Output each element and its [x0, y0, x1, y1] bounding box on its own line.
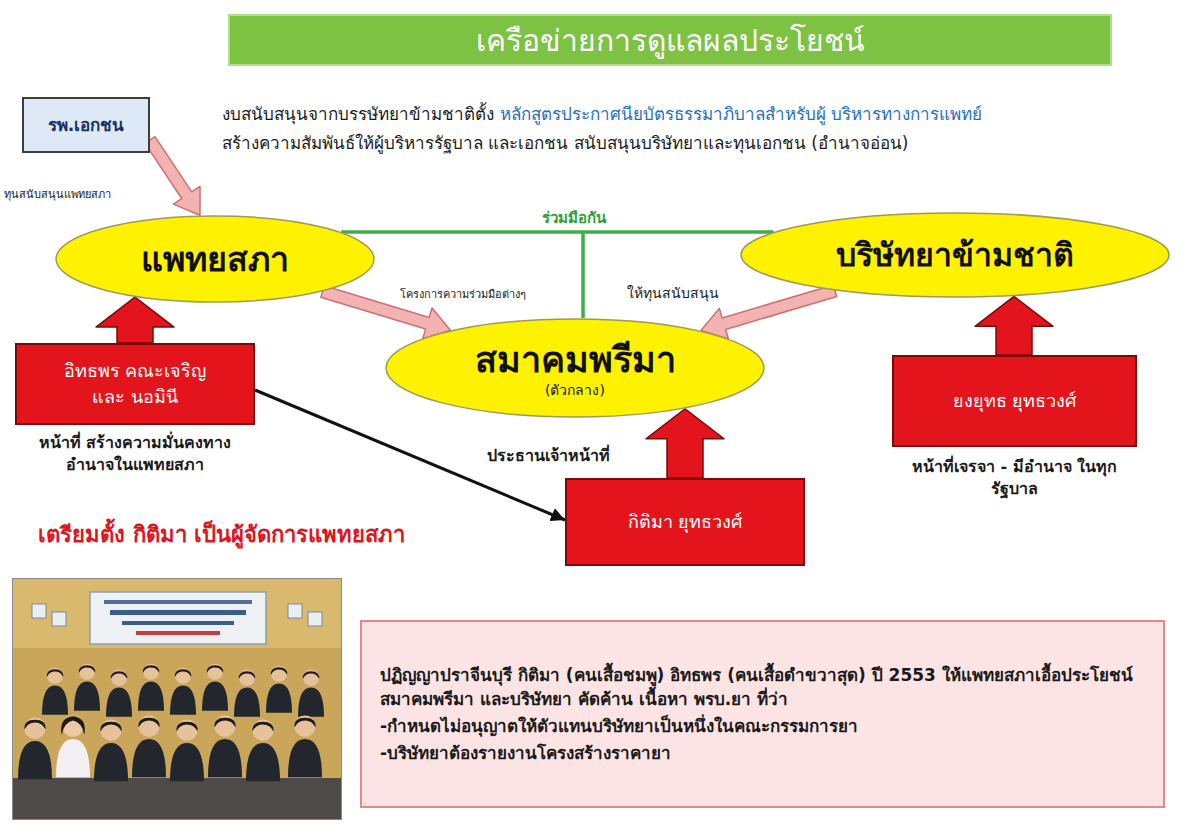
title-band: เครือข่ายการดูแลผลประโยชน์ [228, 14, 1112, 66]
block-arrow [96, 297, 174, 343]
declaration-box: ปฏิญญาปราจีนบุรี กิติมา (คนเสื้อชมพู) อิ… [360, 620, 1165, 808]
ellipse-shape [386, 319, 764, 417]
node-text: (ตัวกลาง) [545, 382, 605, 400]
node-text: -บริษัทยาต้องรายงานโครงสร้างราคายา [380, 741, 671, 766]
connector-line [341, 232, 583, 318]
edge-label: โครงการความร่วมมือต่างๆ [398, 288, 528, 302]
edge-label: ประธานเจ้าหน้าที่ [485, 446, 612, 467]
block-arrow [646, 409, 724, 478]
person-box: ยงยุทธ ยุทธวงศ์ [892, 355, 1137, 447]
role-note: หน้าที่ สร้างความมั่นคงทาง อำนาจในแพทยสภ… [15, 432, 255, 475]
block-arrow [145, 137, 200, 216]
course-name: หลักสูตรประกาศนียบัตรธรรมาภิบาลสำหรับผู้… [500, 103, 982, 126]
node-text: -กำหนดไม่อนุญาตให้ตัวแทนบริษัทยาเป็นหนึ่… [380, 714, 858, 739]
edge-label: ทุนสนับสนุนแพทยสภา [2, 188, 113, 202]
node-label: ยงยุทธ ยุทธวงศ์ [953, 388, 1077, 414]
connector-line [583, 232, 773, 318]
role-note: หน้าที่เจรจา - มีอำนาจ ในทุกรัฐบาล [892, 456, 1137, 499]
association-ellipse: สมาคมพรีมา(ตัวกลาง) [385, 318, 765, 418]
connector-group [96, 137, 1053, 520]
block-arrow [701, 285, 837, 339]
node-label: แพทยสภา [141, 238, 289, 281]
person-box: อิทธพร คณะเจริญ และ นอมินี [15, 343, 255, 425]
pharma-ellipse: บริษัทยาข้ามชาติ [740, 212, 1170, 298]
node-label: สมาคมพรีมา [475, 337, 676, 382]
person-box: กิติมา ยุทธวงศ์ [565, 478, 805, 566]
edge-label: ร่วมมือกัน [540, 209, 608, 229]
note-text: สร้างความสัมพันธ์ให้ผู้บริหารรัฐบาล และเ… [222, 132, 908, 155]
edge-label: ให้ทุนสนับสนุน [625, 284, 721, 302]
hospital-box: รพ.เอกชน [22, 97, 150, 153]
ellipse-shape [741, 213, 1169, 297]
node-label: บริษัทยาข้ามชาติ [836, 235, 1074, 275]
ellipse-shape [56, 216, 374, 302]
plan-note: เตรียมตั้ง กิติมา เป็นผู้จัดการแพทยสภา [38, 520, 405, 550]
block-arrow [975, 296, 1053, 355]
node-label: กิติมา ยุทธวงศ์ [628, 509, 743, 535]
council-ellipse: แพทยสภา [55, 215, 375, 303]
diagram-title: เครือข่ายการดูแลผลประโยชน์ [466, 19, 875, 62]
node-label: อิทธพร คณะเจริญ และ นอมินี [46, 358, 224, 410]
node-label: ปฏิญญาปราจีนบุรี กิติมา (คนเสื้อชมพู) อิ… [380, 663, 1145, 712]
photo-illustration [12, 578, 342, 820]
node-label: รพ.เอกชน [48, 113, 124, 138]
note-text: งบสนับสนุนจากบรรษัทยาข้ามชาติตั้ง [222, 103, 494, 126]
